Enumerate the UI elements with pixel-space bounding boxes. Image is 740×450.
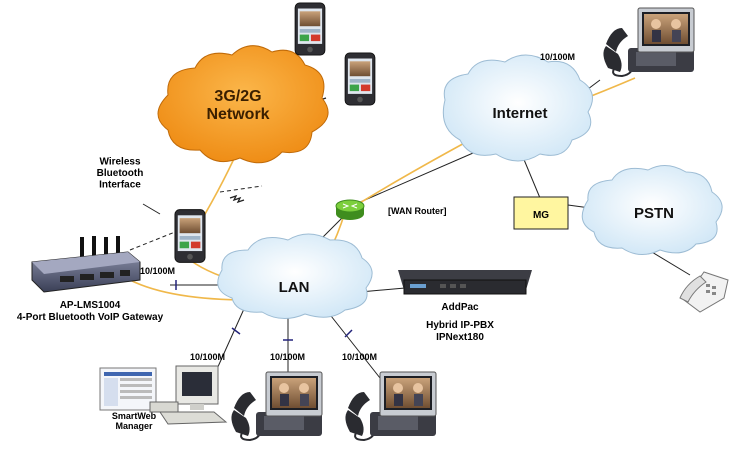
video-phone-icon: [230, 371, 323, 441]
wan-router-label: [WAN Router]: [388, 206, 447, 216]
voip-gateway-icon: [31, 236, 141, 293]
lan-label: LAN: [279, 279, 310, 296]
telephone-icon: [679, 271, 729, 313]
internet-link-speed: 10/100M: [540, 52, 575, 62]
pbx-brand-label: AddPac: [441, 302, 479, 313]
mg-label: MG: [533, 210, 549, 221]
video-phone-icon: [344, 371, 437, 441]
media-gateway-box: MG: [513, 196, 569, 230]
smartphone-icon: [294, 2, 326, 56]
pstn-cloud: PSTN: [581, 165, 723, 255]
pstn-label: PSTN: [634, 205, 674, 222]
internet-label: Internet: [492, 105, 547, 122]
phone1-link-speed: 10/100M: [270, 352, 305, 362]
port-ticks: [175, 280, 353, 341]
pbx-desc-label: Hybrid IP-PBX: [426, 320, 494, 331]
gateway-model-label: AP-LMS1004: [60, 300, 121, 311]
video-phone-icon: [602, 7, 695, 77]
wireless-pointer: [142, 203, 161, 215]
bluetooth-link: [129, 231, 176, 251]
smartphone-icon: [174, 209, 206, 263]
phone2-link-speed: 10/100M: [342, 352, 377, 362]
gateway-link-speed: 10/100M: [140, 266, 175, 276]
smartphone-icon: [344, 52, 376, 106]
pc-link-speed: 10/100M: [190, 352, 225, 362]
ip-pbx-icon: [398, 270, 532, 295]
router-icon: [335, 199, 365, 220]
gateway-desc-label: 4-Port Bluetooth VoIP Gateway: [17, 312, 164, 323]
computer-icon: [99, 365, 228, 425]
internet-cloud: Internet: [442, 54, 593, 162]
pbx-model-label: IPNext180: [436, 332, 484, 343]
link-speed-labels: 10/100M 10/100M 10/100M 10/100M 10/100M: [140, 52, 575, 362]
lan-cloud: LAN: [217, 233, 373, 319]
